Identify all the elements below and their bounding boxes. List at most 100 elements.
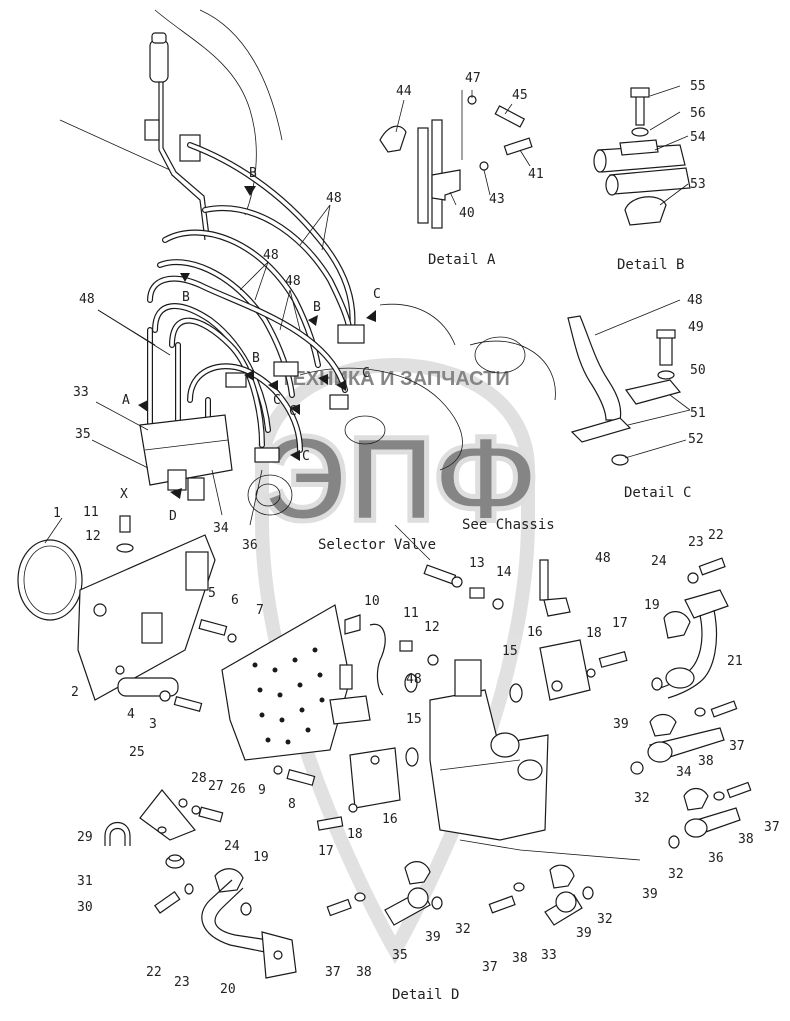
callout: 37 (764, 820, 780, 835)
view-letter: C (289, 404, 297, 419)
callout: 32 (634, 791, 650, 806)
callout: 17 (612, 616, 628, 631)
callout: 18 (586, 626, 602, 641)
callout: 20 (220, 982, 236, 997)
callout: 23 (688, 535, 704, 550)
callout: 31 (77, 874, 93, 889)
callout: 51 (690, 406, 706, 421)
callout: 12 (424, 620, 440, 635)
callout: 7 (256, 603, 264, 618)
callout: 18 (347, 827, 363, 842)
callout: 22 (708, 528, 724, 543)
callout: 19 (644, 598, 660, 613)
callout: 35 (392, 948, 408, 963)
callout: 10 (364, 594, 380, 609)
detail-b (593, 87, 691, 226)
view-letter: C (373, 287, 381, 302)
callout: 33 (73, 385, 89, 400)
view-letter: B (182, 290, 190, 305)
pressure-sensor-assembly (144, 32, 210, 241)
callout: 32 (668, 867, 684, 882)
hydraulic-hoses (147, 142, 356, 463)
callout: 47 (465, 71, 481, 86)
callout: 39 (613, 717, 629, 732)
selector-valve-assembly (316, 559, 628, 841)
callout: 48 (406, 672, 422, 687)
callout: 40 (459, 206, 475, 221)
callout: 38 (356, 965, 372, 980)
callout: 3 (149, 717, 157, 732)
view-letter: D (169, 509, 177, 524)
see-chassis-label: See Chassis (462, 517, 555, 533)
detail-d (326, 524, 641, 926)
machine-outline (59, 9, 556, 516)
callout: 24 (224, 839, 240, 854)
callout: 9 (258, 783, 266, 798)
labels: Detail A Detail B Detail C Detail D See … (120, 166, 691, 1003)
callout: 49 (688, 320, 704, 335)
callout: 48 (687, 293, 703, 308)
view-letter: B (252, 351, 260, 366)
detail-a (379, 90, 533, 229)
callout-numbers: 44 47 45 41 43 40 55 56 54 53 48 48 48 4… (53, 71, 780, 997)
callout: 15 (502, 644, 518, 659)
watermark-logo: ЭПФ (263, 412, 537, 546)
left-plate-assembly (17, 515, 216, 712)
view-letter: A (122, 393, 130, 408)
callout: 22 (146, 965, 162, 980)
right-pipe-assembly (630, 557, 752, 849)
callout: 52 (688, 432, 704, 447)
view-arrows (138, 186, 376, 499)
callout: 28 (191, 771, 207, 786)
callout: 44 (396, 84, 412, 99)
detail-b-caption: Detail B (617, 257, 684, 273)
callout: 50 (690, 363, 706, 378)
callout: 30 (77, 900, 93, 915)
callout: 24 (651, 554, 667, 569)
callout: 56 (690, 106, 706, 121)
callout: 36 (242, 538, 258, 553)
callout: 27 (208, 779, 224, 794)
callout: 32 (455, 922, 471, 937)
callout: 15 (406, 712, 422, 727)
callout: 33 (541, 948, 557, 963)
callout: 48 (285, 274, 301, 289)
callout: 48 (326, 191, 342, 206)
callout: 37 (482, 960, 498, 975)
callout: 45 (512, 88, 528, 103)
callout: 11 (403, 606, 419, 621)
detail-d-caption: Detail D (392, 987, 459, 1003)
callout: 29 (77, 830, 93, 845)
callout: 13 (469, 556, 485, 571)
callout: 32 (597, 912, 613, 927)
callout: 36 (708, 851, 724, 866)
callout: 16 (527, 625, 543, 640)
callout: 4 (127, 707, 135, 722)
callout: 25 (129, 745, 145, 760)
callout: 37 (729, 739, 745, 754)
view-letter: C (362, 366, 370, 381)
callout: 53 (690, 177, 706, 192)
callout: 38 (738, 832, 754, 847)
callout: 1 (53, 506, 61, 521)
callout: 39 (642, 887, 658, 902)
callout: 37 (325, 965, 341, 980)
view-letter: C (302, 449, 310, 464)
callout: 11 (83, 505, 99, 520)
callout: 19 (253, 850, 269, 865)
callout: 39 (576, 926, 592, 941)
lower-left-assembly (104, 789, 297, 979)
callout: 21 (727, 654, 743, 669)
detail-c (567, 315, 682, 466)
view-letter: B (249, 166, 257, 181)
center-plate-assembly (198, 604, 351, 786)
callout: 48 (263, 248, 279, 263)
watermark: ТЕХНИКА И ЗАПЧАСТИ ЭПФ (255, 358, 540, 964)
callout: 48 (79, 292, 95, 307)
callout: 12 (85, 529, 101, 544)
callout: 34 (676, 765, 692, 780)
callout: 16 (382, 812, 398, 827)
callout: 34 (213, 521, 229, 536)
pilot-valve-block (139, 324, 365, 501)
